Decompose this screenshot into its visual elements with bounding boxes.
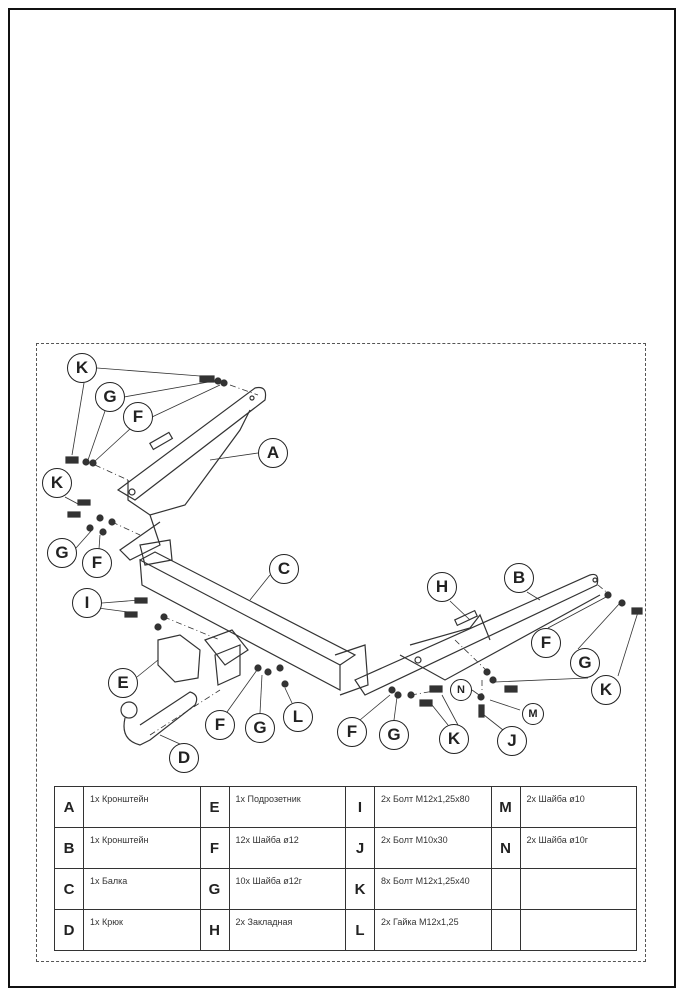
hook-d-drawing	[120, 691, 198, 746]
callout-h: H	[427, 572, 457, 602]
part-description: 2x Гайка M12x1,25	[374, 909, 492, 951]
part-description: 12x Шайба ø12	[228, 827, 346, 869]
part-letter: E	[199, 786, 230, 828]
callout-g: G	[245, 713, 275, 743]
callout-g: G	[379, 720, 409, 750]
callout-g: G	[570, 648, 600, 678]
part-description: 1x Подрозетник	[228, 786, 346, 828]
part-description	[519, 868, 637, 910]
part-description: 1x Крюк	[83, 909, 201, 951]
fasteners-drawing	[65, 375, 643, 718]
callout-f: F	[337, 717, 367, 747]
part-letter: N	[490, 827, 521, 869]
callout-b: B	[504, 563, 534, 593]
callout-f: F	[205, 710, 235, 740]
bracket-b-drawing	[354, 573, 601, 696]
part-description: 10x Шайба ø12г	[228, 868, 346, 910]
part-letter: K	[345, 868, 375, 910]
part-description	[519, 909, 637, 951]
part-letter: G	[199, 868, 230, 910]
callout-k: K	[42, 468, 72, 498]
part-description: 1x Кронштейн	[83, 827, 201, 869]
callout-f: F	[123, 402, 153, 432]
callout-i: I	[72, 588, 102, 618]
callout-e: E	[108, 668, 138, 698]
part-description: 1x Кронштейн	[83, 786, 201, 828]
callout-d: D	[169, 743, 199, 773]
socket-plate-e-drawing	[157, 634, 201, 683]
part-letter: H	[199, 909, 230, 951]
part-letter	[490, 909, 521, 951]
part-letter	[490, 868, 521, 910]
part-letter: I	[345, 786, 375, 828]
callout-l: L	[283, 702, 313, 732]
beam-c-drawing	[139, 551, 369, 696]
callout-f: F	[531, 628, 561, 658]
callout-k: K	[67, 353, 97, 383]
part-letter: F	[199, 827, 230, 869]
part-letter: M	[490, 786, 521, 828]
part-description: 2x Болт M10x30	[374, 827, 492, 869]
callout-m: M	[522, 703, 544, 725]
part-description: 2x Шайба ø10г	[519, 827, 637, 869]
part-letter: D	[54, 909, 84, 951]
callout-a: A	[258, 438, 288, 468]
leader-lines	[64, 367, 639, 745]
part-letter: A	[54, 786, 84, 828]
part-letter: C	[54, 868, 84, 910]
callout-g: G	[95, 382, 125, 412]
callout-k: K	[439, 724, 469, 754]
part-letter: J	[345, 827, 375, 869]
callout-f: F	[82, 548, 112, 578]
diagram-area	[36, 343, 646, 962]
part-letter: L	[345, 909, 375, 951]
bracket-a-drawing	[116, 386, 267, 566]
callout-c: C	[269, 554, 299, 584]
part-description: 2x Болт M12x1,25x80	[374, 786, 492, 828]
part-description: 1x Балка	[83, 868, 201, 910]
part-description: 2x Закладная	[228, 909, 346, 951]
part-description: 8x Болт M12x1,25x40	[374, 868, 492, 910]
callout-g: G	[47, 538, 77, 568]
part-letter: B	[54, 827, 84, 869]
callout-n: N	[450, 679, 472, 701]
callout-k: K	[591, 675, 621, 705]
page-border	[8, 8, 676, 988]
part-description: 2x Шайба ø10	[519, 786, 637, 828]
callout-j: J	[497, 726, 527, 756]
